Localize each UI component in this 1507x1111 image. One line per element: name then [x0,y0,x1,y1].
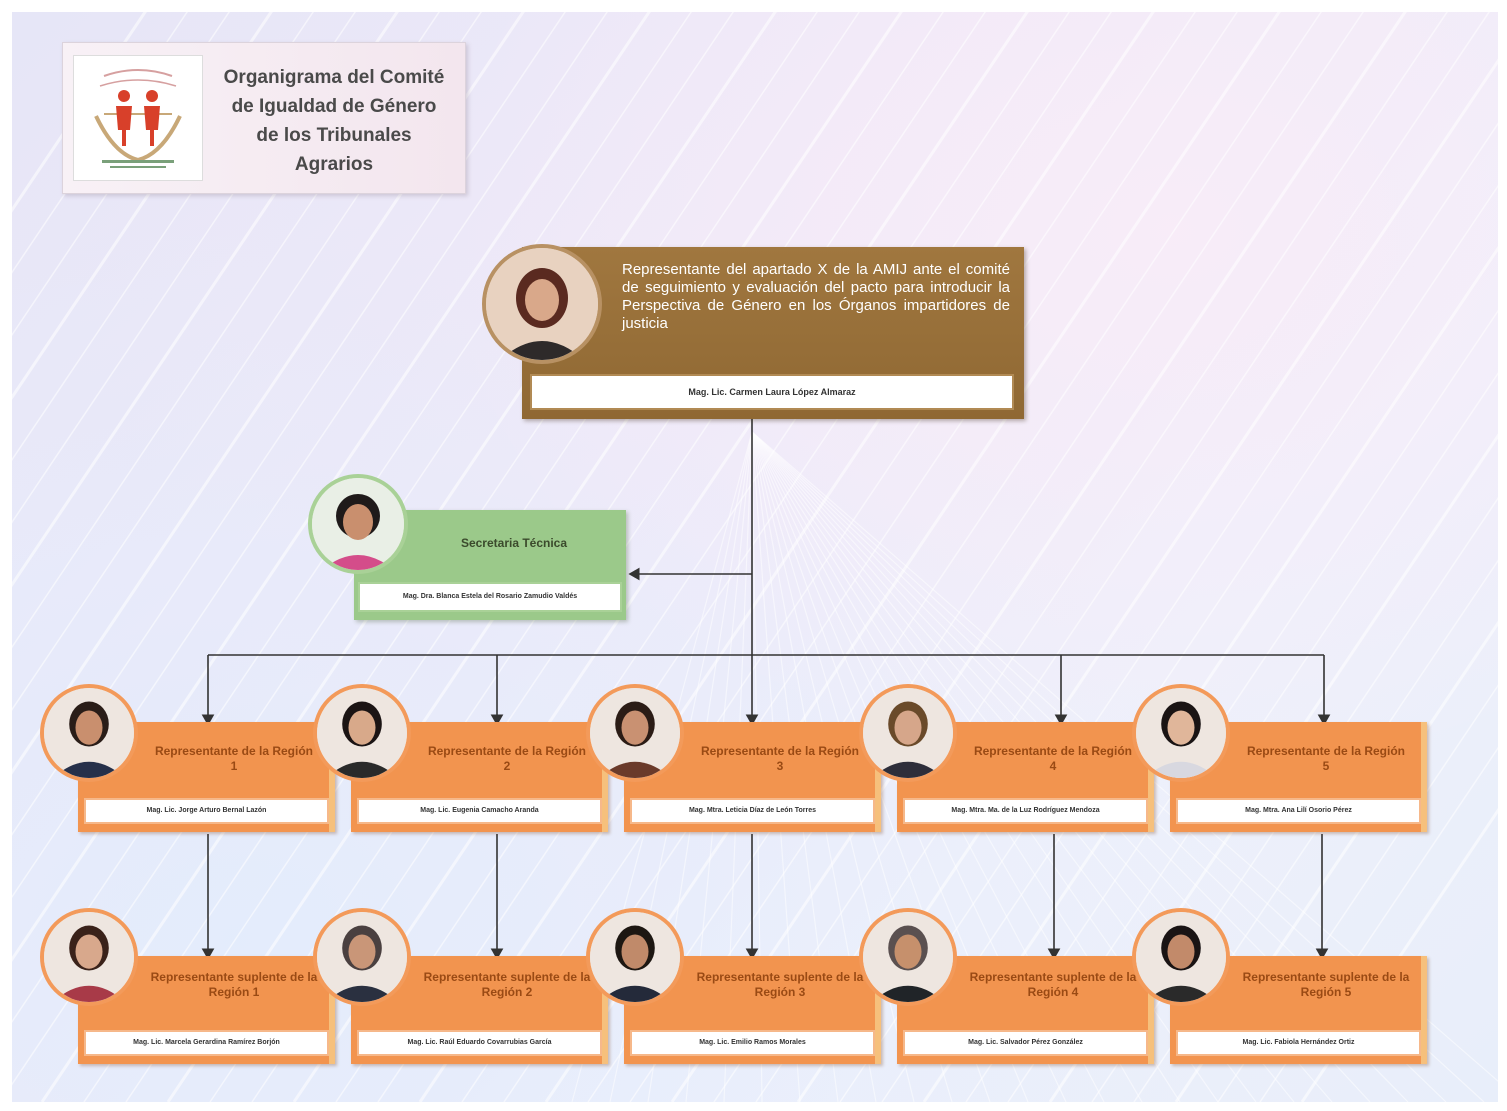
substitute-role: Representante suplente de la Región 3 [696,970,864,999]
secretary-role: Secretaria Técnica [460,536,568,550]
substitute-role: Representante suplente de la Región 4 [969,970,1137,999]
background-ray [629,12,1365,1102]
region-name: Mag. Mtra. Ma. de la Luz Rodríguez Mendo… [903,798,1148,824]
background-ray [1259,746,1498,1102]
box-accent [602,956,608,1064]
background-ray [377,12,1113,1102]
region-name: Mag. Lic. Jorge Arturo Bernal Lazón [84,798,329,824]
background-ray [418,12,1155,1102]
top-name: Mag. Lic. Carmen Laura López Almaraz [530,374,1014,410]
background-ray [587,12,1323,1102]
background-ray [1300,807,1498,1102]
background-ray [461,12,1197,1102]
box-accent [875,956,881,1064]
region-name: Mag. Lic. Eugenia Camacho Aranda [357,798,602,824]
title-line-1: Organigrama del Comité [223,67,445,88]
person-photo-icon [859,684,957,782]
person-photo-icon [1132,684,1230,782]
region-role: Representante de la Región 2 [427,744,587,773]
substitute-name: Mag. Lic. Marcela Gerardina Ramírez Borj… [84,1030,329,1056]
person-photo-icon [313,684,411,782]
substitute-role: Representante suplente de la Región 1 [150,970,318,999]
person-photo-icon [40,908,138,1006]
region-role: Representante de la Región 4 [973,744,1133,773]
person-photo-icon [308,474,408,574]
background-ray [839,122,1498,1102]
connector-lines [201,419,1331,960]
secretary-name: Mag. Dra. Blanca Estela del Rosario Zamu… [358,582,622,612]
region-box-2: Representante de la Región 2 Mag. Lic. Eu… [351,722,608,832]
substitute-role: Representante suplente de la Región 5 [1242,970,1410,999]
background-ray [881,184,1498,1102]
background-ray [12,12,147,213]
substitute-name: Mag. Lic. Emilio Ramos Morales [630,1030,875,1056]
box-accent [1421,722,1427,832]
chart-title: Organigrama del Comité de Igualdad de Gé… [205,63,463,179]
background-ray [544,12,1281,1102]
title-line-3: de los Tribunales [256,125,412,146]
title-line-4: Agrarios [294,154,374,175]
person-photo-icon [586,908,684,1006]
background-ray [1174,620,1498,1102]
region-box-1: Representante de la Región 1 Mag. Lic. Jo… [78,722,335,832]
substitute-name: Mag. Lic. Fabiola Hernández Ortiz [1176,1030,1421,1056]
person-photo-icon [40,684,138,782]
substitute-box-5: Representante suplente de la Región 5 Mag… [1170,956,1427,1064]
title-card: Organigrama del Comité de Igualdad de Gé… [62,42,466,194]
substitute-name: Mag. Lic. Raúl Eduardo Covarrubias Garcí… [357,1030,602,1056]
region-box-4: Representante de la Región 4 Mag. Mtra. M… [897,722,1154,832]
region-name: Mag. Mtra. Ana Lilí Osorio Pérez [1176,798,1421,824]
background-ray [335,12,1071,1102]
substitute-box-1: Representante suplente de la Región 1 Mag… [78,956,335,1064]
region-name: Mag. Mtra. Leticia Díaz de León Torres [630,798,875,824]
title-line-2: de Igualdad de Género [231,96,437,117]
substitute-box-4: Representante suplente de la Región 4 Mag… [897,956,1154,1064]
box-accent [329,956,335,1064]
background-ray [1217,684,1498,1102]
substitute-role: Representante suplente de la Región 2 [423,970,591,999]
box-accent [602,722,608,832]
box-accent [329,722,335,832]
background-ray [292,12,1029,1102]
box-accent [1148,722,1154,832]
gender-equality-logo-icon [73,55,203,181]
box-accent [1421,956,1427,1064]
background-ray [1133,559,1498,1102]
person-photo-icon [482,244,602,364]
box-accent [1148,956,1154,1064]
background-ray [12,12,651,962]
substitute-name: Mag. Lic. Salvador Pérez González [903,1030,1148,1056]
person-photo-icon [586,684,684,782]
background-ray [922,245,1498,1102]
background-ray [965,309,1498,1102]
box-accent [875,722,881,832]
person-photo-icon [859,908,957,1006]
background-ray [670,12,1407,1102]
region-role: Representante de la Región 5 [1246,744,1406,773]
top-representative-box: Representante del apartado X de la AMIJ … [522,247,1024,419]
background-ray [12,12,609,899]
region-role: Representante de la Región 1 [154,744,314,773]
person-photo-icon [313,908,411,1006]
top-role: Representante del apartado X de la AMIJ … [622,261,1010,332]
org-chart-canvas: Organigrama del Comité de Igualdad de Gé… [12,12,1498,1102]
background-ray [1091,496,1498,1102]
substitute-box-3: Representante suplente de la Región 3 Mag… [624,956,881,1064]
region-role: Representante de la Región 3 [700,744,860,773]
person-photo-icon [1132,908,1230,1006]
background-ray [1007,372,1498,1102]
